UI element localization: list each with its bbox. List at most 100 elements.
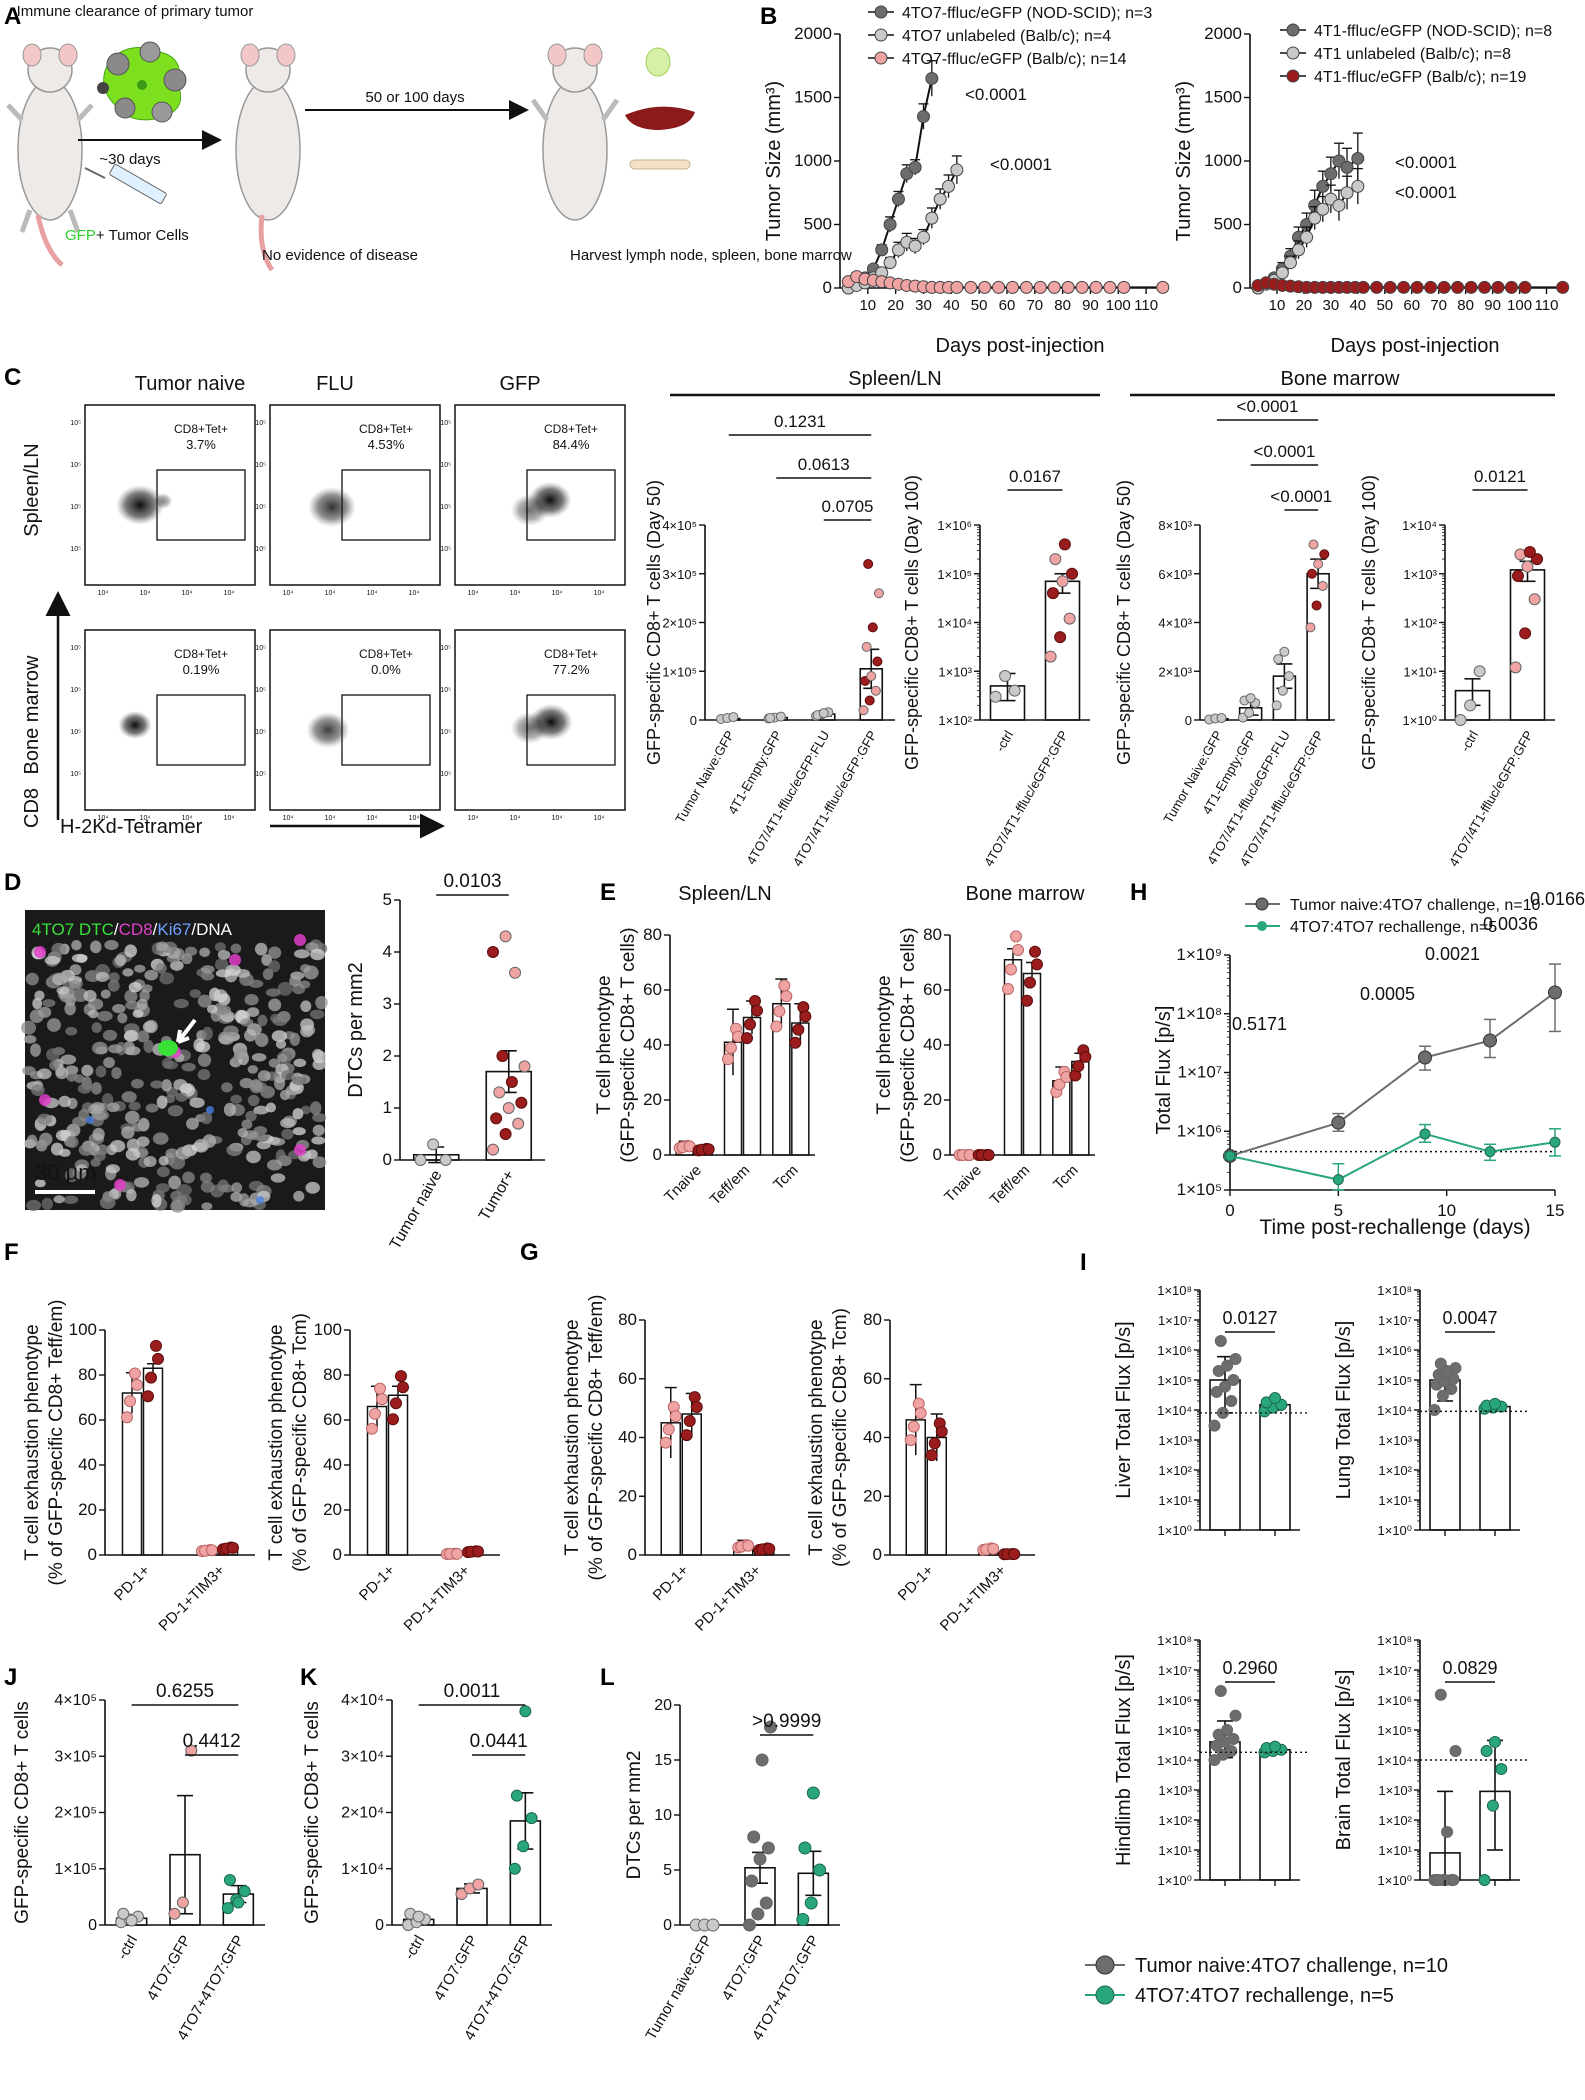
x-tick-label: Tnaive xyxy=(941,1162,985,1206)
data-point xyxy=(1208,1419,1221,1432)
legend-cd8: CD8 xyxy=(119,920,153,939)
y-tick-label: 3×10⁴ xyxy=(341,1748,384,1765)
data-point xyxy=(1269,1740,1281,1753)
legend-marker xyxy=(1286,69,1300,83)
y-tick-label: 80 xyxy=(923,925,942,944)
data-point xyxy=(1024,976,1036,989)
x-tick-label: 110 xyxy=(1535,297,1559,314)
immune-clearance-label: Immune clearance of primary tumor xyxy=(17,3,254,20)
nucleus xyxy=(309,1101,322,1115)
legend-marker xyxy=(1255,897,1269,911)
flow-tick-label: 10⁴ xyxy=(98,590,109,597)
nucleus xyxy=(144,1019,158,1034)
legend-label: 4TO7-ffluc/eGFP (Balb/c); n=14 xyxy=(902,51,1127,68)
x-tick-label: -ctrl xyxy=(114,1933,141,1963)
flow-tick-label: 10⁴ xyxy=(409,590,420,597)
y-tick-label: 1000 xyxy=(1204,151,1242,170)
legend-i-item-1: Tumor naive:4TO7 challenge, n=10 xyxy=(1135,1955,1448,1977)
data-point xyxy=(1010,930,1022,943)
data-point xyxy=(1005,963,1017,976)
data-point xyxy=(427,1138,440,1151)
data-point xyxy=(1449,1362,1462,1375)
y-tick-label: 1×10⁷ xyxy=(1158,1663,1192,1678)
x-tick-label: Tcm xyxy=(1050,1162,1081,1193)
nucleus xyxy=(309,1009,325,1020)
data-point xyxy=(706,1918,720,1932)
data-point xyxy=(1464,280,1478,294)
nucleus xyxy=(200,1111,213,1125)
nucleus xyxy=(292,1127,306,1136)
nucleus xyxy=(254,942,268,956)
gate-name: CD8+Tet+ xyxy=(359,647,413,661)
x-tick-label: Tumor+ xyxy=(476,1168,518,1224)
x-tick-label: 40 xyxy=(943,297,960,314)
data-point xyxy=(1269,1392,1281,1405)
nucleus xyxy=(69,979,81,989)
data-point xyxy=(1319,549,1330,560)
y-axis-label: T cell exhaustion phenotype xyxy=(22,1324,43,1560)
y-tick-label: 1×10⁶ xyxy=(1377,1343,1412,1358)
flow-tick-label: 10⁵ xyxy=(440,645,451,652)
data-point xyxy=(764,1720,777,1734)
data-point xyxy=(806,1786,820,1800)
data-point xyxy=(176,1896,189,1909)
nucleus xyxy=(95,971,110,982)
bar xyxy=(1259,1403,1291,1531)
micrograph-legend: 4TO7 DTC/CD8/Ki67/DNA xyxy=(32,920,233,939)
data-point xyxy=(390,1397,402,1410)
nucleus xyxy=(246,1150,261,1164)
nucleus xyxy=(132,1009,144,1018)
nucleus xyxy=(257,1014,268,1027)
nucleus xyxy=(230,943,242,954)
nucleus xyxy=(303,965,319,980)
nucleus xyxy=(26,1199,42,1212)
y-tick-label: 15 xyxy=(654,1752,672,1769)
data-point xyxy=(818,708,829,719)
nucleus xyxy=(175,1092,188,1102)
flow-tick-label: 10⁵ xyxy=(440,687,451,694)
data-point xyxy=(1436,1389,1449,1402)
nucleus xyxy=(25,972,39,986)
y-tick-label: 1×10⁴ xyxy=(1157,1403,1192,1418)
nucleus xyxy=(170,1190,182,1201)
legend-marker xyxy=(874,51,888,65)
nucleus xyxy=(181,1062,196,1072)
data-point xyxy=(1224,1150,1236,1162)
data-point xyxy=(487,946,499,958)
nucleus xyxy=(270,1173,286,1183)
data-point xyxy=(1383,280,1397,294)
legend-label: Tumor naive:4TO7 challenge, n=10 xyxy=(1290,897,1540,914)
flow-tick-label: 10⁴ xyxy=(594,815,605,822)
y-tick-label: 1×10⁴ xyxy=(1377,1403,1412,1418)
y-tick-label: 60 xyxy=(78,1410,97,1429)
y-tick-label: 1×10⁴ xyxy=(1402,518,1437,533)
data-point xyxy=(1019,280,1033,294)
data-point xyxy=(1449,1744,1462,1757)
data-point xyxy=(914,1407,927,1420)
data-point xyxy=(525,1812,538,1825)
y-tick-label: 20 xyxy=(323,1500,342,1519)
y-tick-label: 1×10⁵ xyxy=(54,1861,97,1878)
mouse-icon xyxy=(6,43,94,267)
data-point xyxy=(1340,186,1354,200)
y-tick-label: 4×10³ xyxy=(1158,616,1192,631)
x-tick-label: Tumor Naive:GFP xyxy=(1160,728,1225,826)
nucleus xyxy=(300,1025,314,1038)
gate-name: CD8+Tet+ xyxy=(544,647,598,661)
nucleus xyxy=(93,1150,106,1162)
nucleus xyxy=(289,975,301,987)
nucleus xyxy=(128,1101,141,1111)
data-point xyxy=(872,656,883,667)
nucleus xyxy=(279,1089,291,1101)
nucleus xyxy=(299,980,311,989)
p-value-label: 0.0127 xyxy=(1222,1308,1277,1328)
data-point xyxy=(765,713,776,724)
x-tick-label: PD-1+TIM3+ xyxy=(156,1562,229,1635)
y-tick-label: 0 xyxy=(653,1145,662,1164)
y-tick-label: 40 xyxy=(863,1428,882,1447)
data-point xyxy=(1484,1146,1496,1158)
flow-tick-label: 10⁴ xyxy=(182,590,193,597)
p-value-label: 0.6255 xyxy=(156,1681,214,1702)
